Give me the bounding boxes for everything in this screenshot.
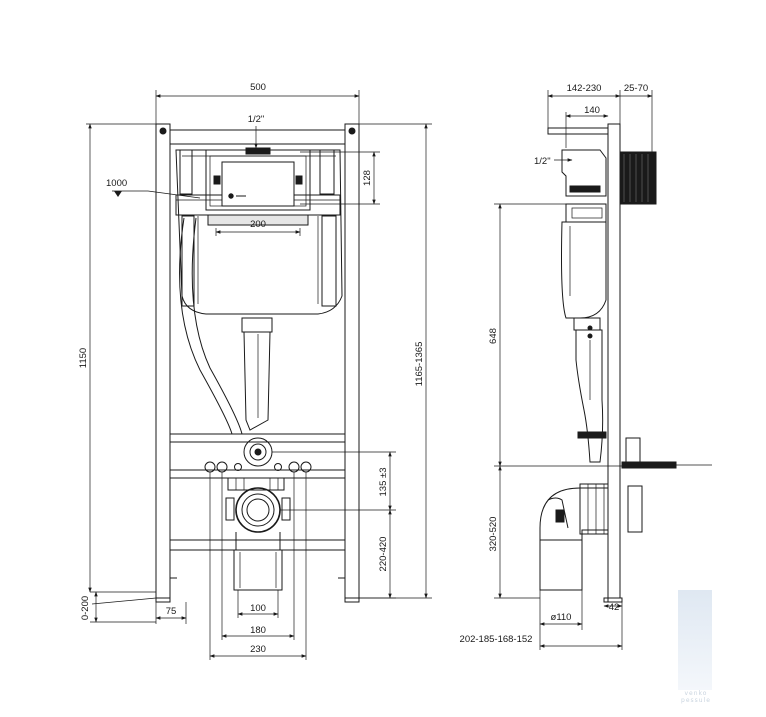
cistern-tank [175,147,343,315]
flush-pipe [179,217,273,435]
dim-foot-75: 75 [166,606,177,617]
dim-depth-42: 42 [609,602,620,613]
dim-module-width: 200 [250,219,266,230]
dim-spacing-180: 180 [250,625,266,636]
dim-height-320-520: 320-520 [488,517,499,552]
side-frame [603,123,657,603]
dim-depth-series: 202-185-168-152 [460,634,533,645]
front-dimensions: 500 1/2" 1000 128 200 1150 1165-1365 [78,82,432,660]
side-view: 142-230 25-70 140 1/2" 648 320-520 ø110 … [460,83,712,650]
dim-height-adjustable: 1165-1365 [414,342,425,387]
front-frame [155,123,360,603]
dim-depth-25-70: 25-70 [624,83,648,94]
side-drain-elbow [539,483,643,591]
side-tank [547,127,712,469]
dim-height-220-420: 220-420 [378,537,389,572]
dim-depth-142-230: 142-230 [567,83,602,94]
dim-height-total: 1150 [78,348,89,368]
dim-height-648: 648 [488,328,499,344]
bottom-fittings [204,437,312,591]
side-dimensions: 142-230 25-70 140 1/2" 648 320-520 ø110 … [460,83,653,650]
dim-pipe-diameter: ø110 [551,612,572,623]
dim-feet-0-200: 0-200 [80,596,91,620]
dim-spacing-230: 230 [250,644,266,655]
dim-width-total: 500 [250,82,266,93]
dim-inlet-side: 1/2" [534,156,551,167]
dim-module-height: 128 [362,170,373,186]
watermark-logo-bar [678,590,712,690]
dim-depth-140: 140 [584,105,600,116]
dim-inlet-front: 1/2" [248,114,265,125]
dim-height-135: 135 ±3 [378,468,389,497]
watermark: venko pessule [672,590,720,708]
dim-spacing-100: 100 [250,603,266,614]
front-view: 500 1/2" 1000 128 200 1150 1165-1365 [78,82,432,660]
watermark-text: venko pessule [681,690,711,704]
dim-level-1000: 1000 [106,178,127,189]
